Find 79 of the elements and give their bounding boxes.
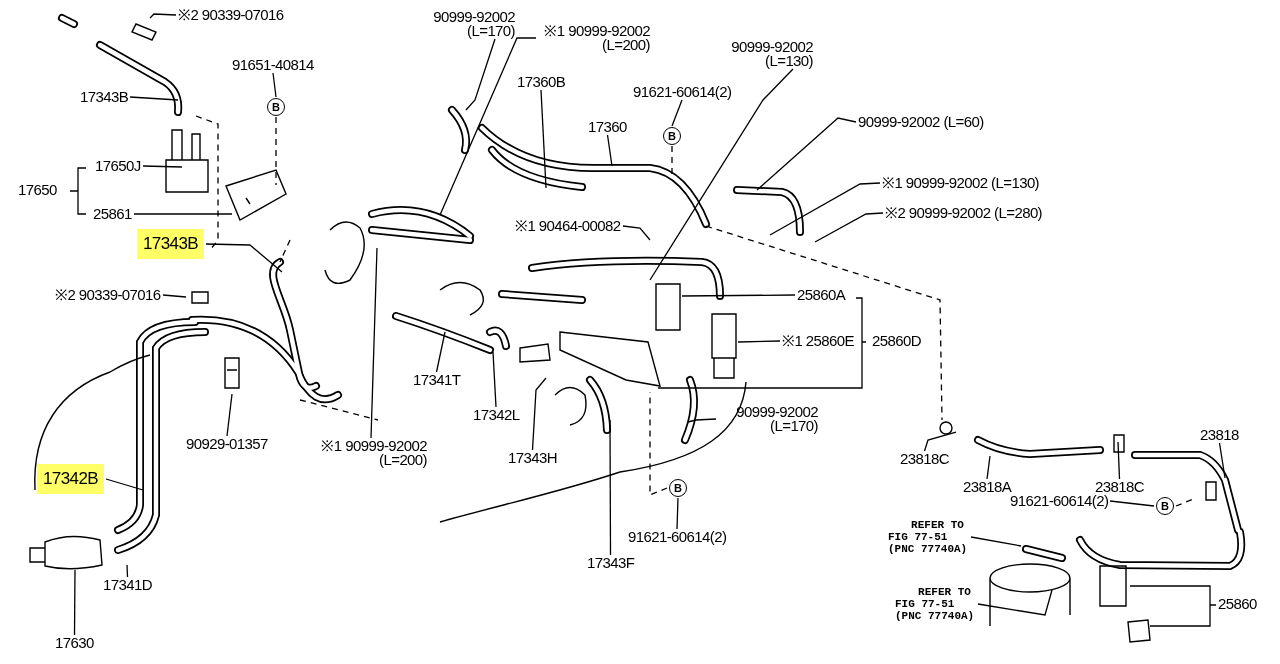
leader-line (671, 99, 683, 127)
part-number-label: 17360 (588, 120, 627, 134)
part-number-label: 90999-92002 (L=130) (718, 40, 813, 68)
part-number-label: ※2 90339-07016 (55, 288, 161, 302)
part-number-label: 91621-60614(2) (1010, 494, 1109, 508)
part-number-label: 23818C (900, 452, 949, 466)
leader-line (977, 589, 1053, 616)
part-number-label: 17360B (517, 75, 566, 89)
part-number-label: 17342L (473, 408, 520, 422)
part-number-label: ※1 90999-92002 (L=200) (315, 439, 427, 467)
leader-line (129, 96, 179, 101)
part-number-label: 90999-92002 (L=170) (718, 405, 818, 433)
part-number-label: 91621-60614(2) (633, 85, 732, 99)
leader-line (986, 455, 991, 480)
part-number-label: ※2 90999-92002 (L=280) (885, 206, 1042, 220)
part-number-label: ※1 90464-00082 (515, 219, 621, 233)
part-number-label: 91651-40814 (232, 58, 314, 72)
highlighted-part-number: 17343B (137, 229, 204, 259)
part-number-label: 25861 (93, 207, 132, 221)
leader-line (105, 478, 144, 491)
leader-line (609, 419, 612, 556)
part-number-label: 17343H (508, 451, 557, 465)
leader-line (769, 182, 881, 236)
part-number-label: ※1 90999-92002 (L=130) (882, 176, 1039, 190)
part-number-label: 17341T (413, 373, 461, 387)
leader-line (205, 243, 283, 273)
leader-line (622, 225, 651, 241)
leader-line (465, 38, 496, 111)
leader-line (162, 294, 187, 298)
leader-line (1109, 500, 1155, 507)
leader-line (606, 134, 613, 167)
leader-line (681, 294, 796, 297)
part-number-label: 25860D (872, 334, 921, 348)
leader-line (226, 393, 233, 437)
leader-line (149, 13, 177, 19)
leader-line (923, 431, 957, 452)
highlighted-part-number: 17342B (37, 464, 104, 494)
part-number-label: 90929-01357 (186, 437, 268, 451)
part-number-label: ※1 90999-92002 (L=200) (538, 24, 650, 52)
leader-line (142, 165, 183, 168)
part-number-label: 23818 (1200, 428, 1239, 442)
leader-line (1218, 442, 1226, 479)
leader-line (370, 247, 378, 439)
reference-note: REFER TO FIG 77-51 (PNC 77740A) (895, 586, 977, 622)
part-number-label: ※1 25860E (782, 334, 854, 348)
leader-line (540, 89, 547, 189)
dashed-leader-line (671, 145, 673, 176)
leader-line (272, 72, 277, 98)
part-number-label: 23818C (1095, 480, 1144, 494)
reference-note: REFER TO FIG 77-51 (PNC 77740A) (888, 519, 970, 555)
part-number-label: 17630 (55, 636, 94, 650)
leader-line (73, 569, 76, 636)
part-number-label: 25860A (797, 288, 846, 302)
part-number-label: 91621-60614(2) (628, 530, 727, 544)
leader-line (649, 68, 794, 281)
leader-line (814, 212, 884, 243)
leader-line (737, 340, 781, 343)
leader-line (133, 213, 233, 215)
leader-line (970, 536, 1022, 547)
part-number-label: 17650 (18, 183, 57, 197)
leader-line (756, 117, 857, 191)
part-number-label: 25860 (1218, 597, 1257, 611)
dashed-leader-line (275, 116, 277, 186)
part-number-label: 90999-92002 (L=170) (420, 10, 515, 38)
part-number-label: ※2 90339-07016 (178, 8, 284, 22)
leader-line (687, 418, 717, 423)
leader-line (439, 37, 537, 216)
part-number-label: 23818A (963, 480, 1012, 494)
part-number-label: 90999-92002 (L=60) (858, 115, 984, 129)
part-number-label: 17341D (103, 578, 152, 592)
leader-line (1117, 441, 1121, 480)
part-number-label: 17343B (80, 90, 129, 104)
part-number-label: 17343F (587, 556, 635, 570)
part-number-label: 17650J (95, 159, 141, 173)
leader-line (492, 351, 497, 408)
leader-line (531, 377, 547, 451)
leader-line (435, 331, 446, 373)
leader-line (676, 497, 679, 530)
leader-line (126, 564, 129, 578)
